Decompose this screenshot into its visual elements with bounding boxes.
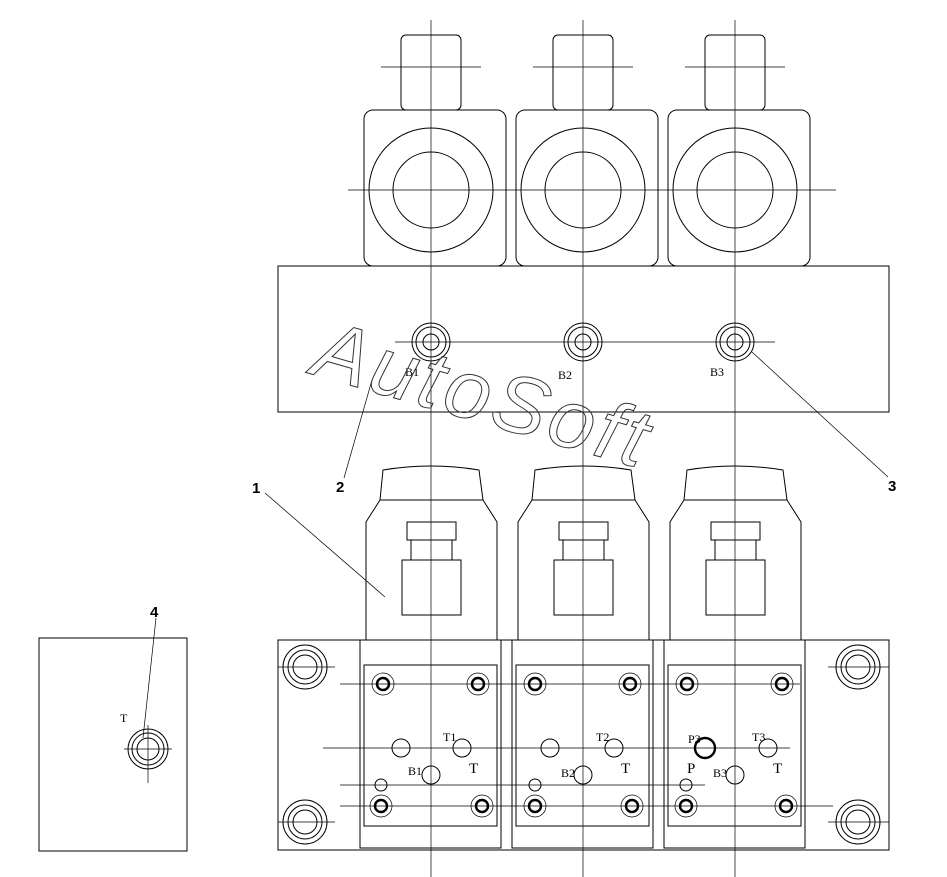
valve-mounting-plates <box>359 639 806 849</box>
top-port-label-b1: B1 <box>405 365 419 379</box>
side-port-label-t: T <box>120 711 128 725</box>
port-label-t2: T2 <box>596 730 609 744</box>
valve-plate-ports <box>374 736 778 792</box>
port-letter-t-3: T <box>773 761 782 777</box>
front-centerlines <box>323 683 833 807</box>
corner-mounting-holes <box>278 644 889 845</box>
port-label-b1: B1 <box>408 764 422 778</box>
watermark-text: AutoSoft <box>300 302 663 486</box>
callout-2: 2 <box>336 479 344 496</box>
side-view: T <box>38 637 188 852</box>
top-port-label-b3: B3 <box>710 365 724 379</box>
port-letter-t-2: T <box>621 761 630 777</box>
callout-4: 4 <box>150 604 159 621</box>
top-manifold-block <box>277 265 890 413</box>
centerlines <box>430 20 736 877</box>
port-label-b3: B3 <box>713 766 727 780</box>
valve-bolt-holes <box>369 672 798 818</box>
port-letter-t-1: T <box>469 761 478 777</box>
bottom-manifold-block <box>277 639 890 851</box>
callout-leaders <box>142 351 889 739</box>
port-label-t3: T3 <box>752 730 765 744</box>
solenoid-coils <box>348 109 836 267</box>
callout-1: 1 <box>252 480 260 497</box>
top-port-label-b2: B2 <box>558 368 572 382</box>
port-label-t1: T1 <box>443 730 456 744</box>
port-label-b2: B2 <box>561 766 575 780</box>
port-label-p3: P3 <box>688 732 701 746</box>
port-letter-p: P <box>687 761 695 777</box>
side-block <box>38 637 188 852</box>
front-view: T1 T2 T3 P3 B1 B2 B3 T T P T <box>277 465 890 851</box>
callout-3: 3 <box>888 478 896 495</box>
